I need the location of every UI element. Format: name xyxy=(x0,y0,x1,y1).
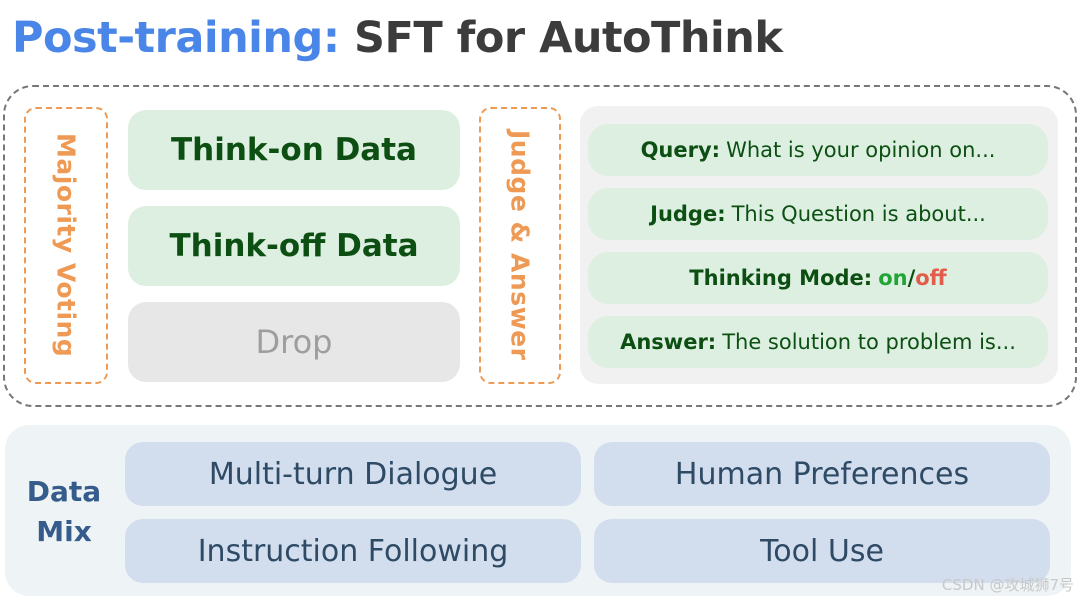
judge-text: This Question is about... xyxy=(731,202,986,226)
judge-answer-label: Judge & Answer xyxy=(505,130,535,361)
judge-pill: Judge: This Question is about... xyxy=(588,188,1048,240)
thinking-mode-key: Thinking Mode: xyxy=(689,266,873,290)
thinking-mode-separator: / xyxy=(907,266,916,290)
answer-key: Answer: xyxy=(620,330,717,354)
think-on-data-box: Think-on Data xyxy=(128,110,460,190)
data-mix-label: Data Mix xyxy=(8,472,120,552)
answer-pill: Answer: The solution to problem is... xyxy=(588,316,1048,368)
page-title: Post-training: SFT for AutoThink xyxy=(12,8,783,68)
tool-use-box: Tool Use xyxy=(594,519,1050,583)
majority-voting-label: Majority Voting xyxy=(51,133,81,358)
judge-key: Judge: xyxy=(650,202,726,226)
drop-box: Drop xyxy=(128,302,460,382)
autothink-sft-group xyxy=(3,85,1077,407)
query-key: Query: xyxy=(640,138,721,162)
data-mix-label-line2: Mix xyxy=(36,515,92,548)
majority-voting-label-box: Majority Voting xyxy=(24,107,108,384)
answer-text: The solution to problem is... xyxy=(722,330,1016,354)
query-text: What is your opinion on... xyxy=(726,138,996,162)
title-accent: Post-training: xyxy=(12,13,340,63)
multi-turn-dialogue-box: Multi-turn Dialogue xyxy=(125,442,581,506)
thinking-mode-on: on xyxy=(878,266,908,290)
query-pill: Query: What is your opinion on... xyxy=(588,124,1048,176)
think-off-data-box: Think-off Data xyxy=(128,206,460,286)
judge-answer-label-box: Judge & Answer xyxy=(479,107,561,384)
watermark: CSDN @攻城狮7号 xyxy=(941,576,1074,594)
human-preferences-box: Human Preferences xyxy=(594,442,1050,506)
thinking-mode-pill: Thinking Mode: on/off xyxy=(588,252,1048,304)
thinking-mode-off: off xyxy=(915,266,947,290)
data-mix-label-line1: Data xyxy=(26,475,102,508)
instruction-following-box: Instruction Following xyxy=(125,519,581,583)
title-rest: SFT for AutoThink xyxy=(354,13,783,63)
